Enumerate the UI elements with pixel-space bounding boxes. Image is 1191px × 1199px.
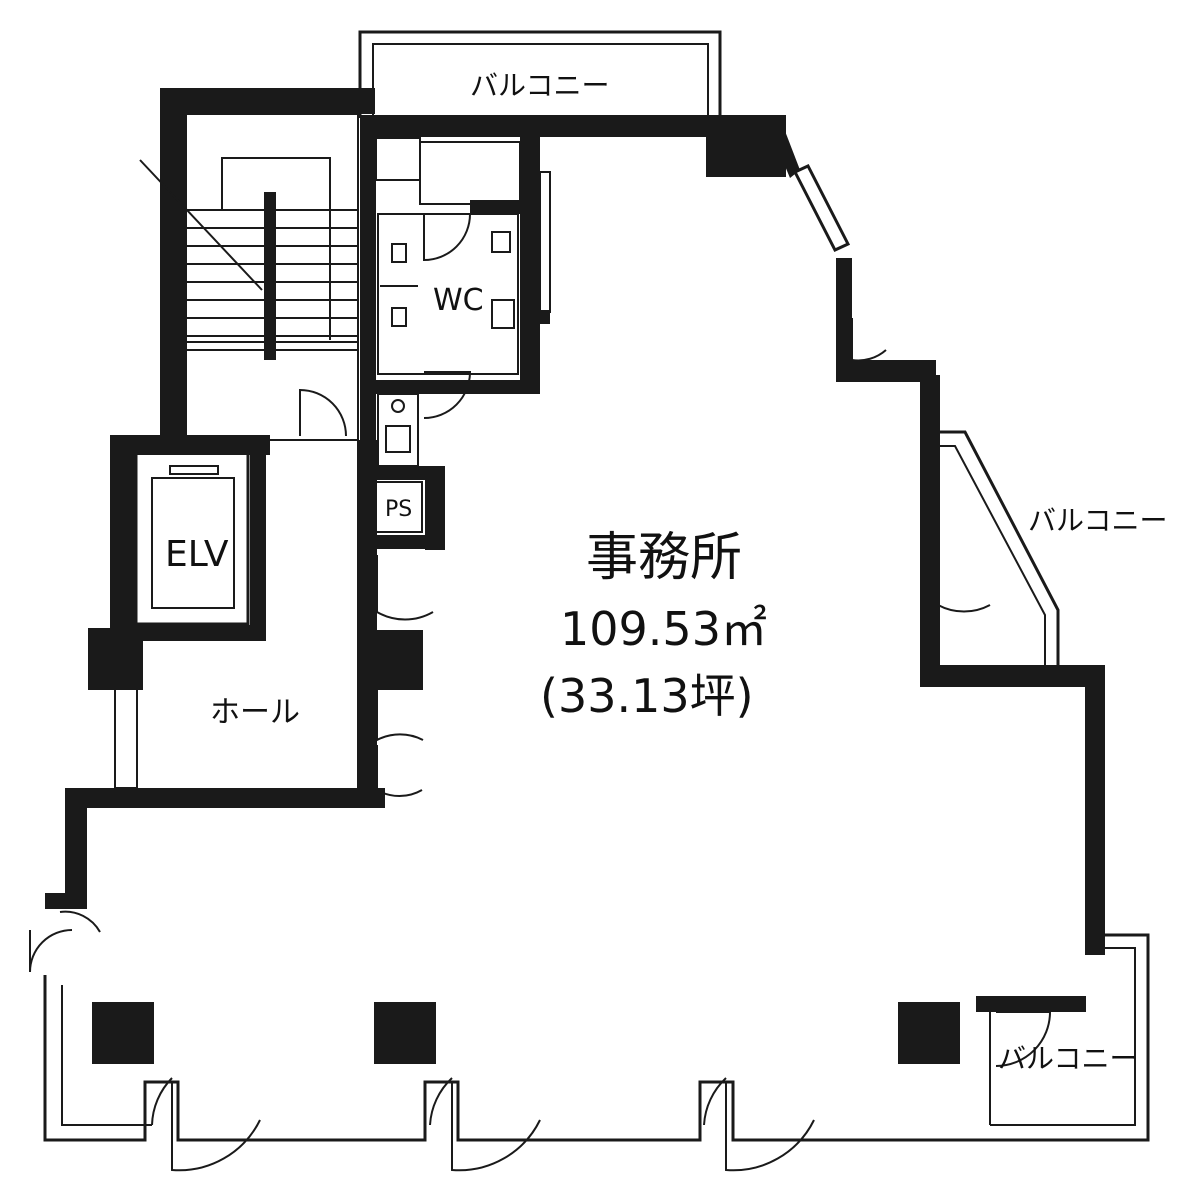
stairs [139, 113, 359, 441]
office-name-label: 事務所 [586, 528, 742, 588]
hall-label: ホール [210, 695, 300, 730]
balcony-top-label: バルコニー [470, 69, 609, 102]
elevator [110, 435, 266, 641]
balcony-bottom-right-label: バルコニー [998, 1042, 1137, 1075]
columns [92, 1002, 960, 1064]
office-area-label: 109.53㎡ [560, 602, 767, 656]
elv-label: ELV [165, 534, 229, 575]
balcony-right-label: バルコニー [1028, 504, 1167, 537]
office-tsubo-label: (33.13坪) [540, 669, 754, 723]
wc-block [360, 115, 551, 550]
wc-label: WC [433, 283, 484, 318]
doors [29, 318, 1052, 1172]
ps-label: PS [385, 497, 412, 522]
exterior-walls [45, 88, 1105, 1012]
